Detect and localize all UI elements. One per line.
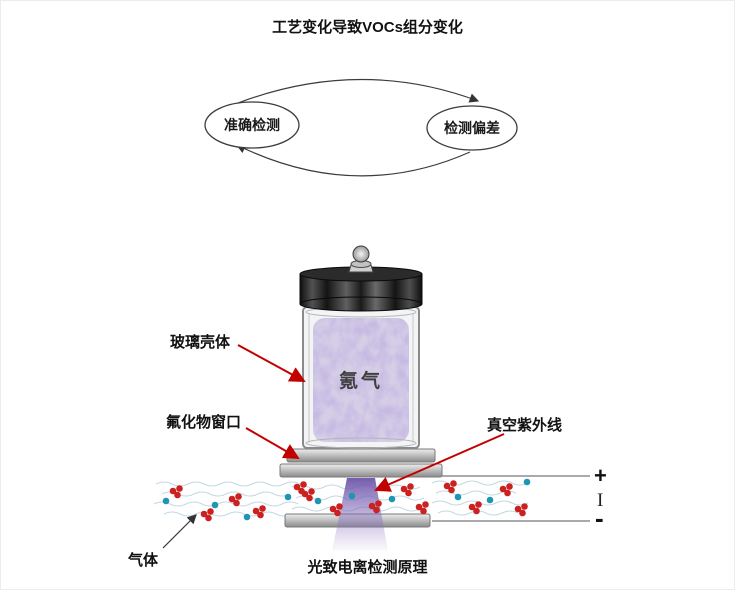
pid-lamp-illustration: 氪气 + I - [153,245,607,551]
label-arrows [237,344,505,492]
arrow-ambient-gas [162,514,197,549]
cycle-node-right-label: 检测偏差 [444,120,500,136]
diagram-caption: 光致电离检测原理 [307,559,428,576]
lamp-tip-dome [352,245,370,263]
arrow-vacuum-uv [374,433,505,492]
label-glass-housing: 玻璃壳体 [170,334,231,351]
cycle-arrow-top [237,78,480,104]
lamp-flange-upper [286,448,436,463]
cycle-node-right-ellipse [426,105,518,151]
label-vacuum-uv: 真空紫外线 [487,417,563,434]
krypton-gas-label: 氪气 [339,369,383,392]
cycle-diagram: 准确检测 检测偏差 [204,78,518,177]
metal-cap-bottom-rim [299,296,423,312]
fluoride-window-plate [279,463,443,478]
krypton-gas-fill [313,318,409,442]
electrode-plus-symbol: + [594,463,607,488]
diagram-title: 工艺变化导致VOCs组分变化 [272,19,463,36]
label-ambient-gas: 气体 [128,552,159,569]
current-symbol: I [597,490,603,511]
arrow-fluoride-window [245,427,300,459]
cycle-node-left-label: 准确检测 [224,117,280,133]
cycle-node-left-ellipse [204,101,300,149]
electrode-minus-symbol: - [595,503,604,533]
uv-beam [332,478,388,551]
label-fluoride-window: 氟化物窗口 [166,414,242,431]
cycle-arrow-bottom [235,144,471,177]
glass-bottom-rim [305,437,417,449]
arrow-glass-housing [237,344,306,382]
